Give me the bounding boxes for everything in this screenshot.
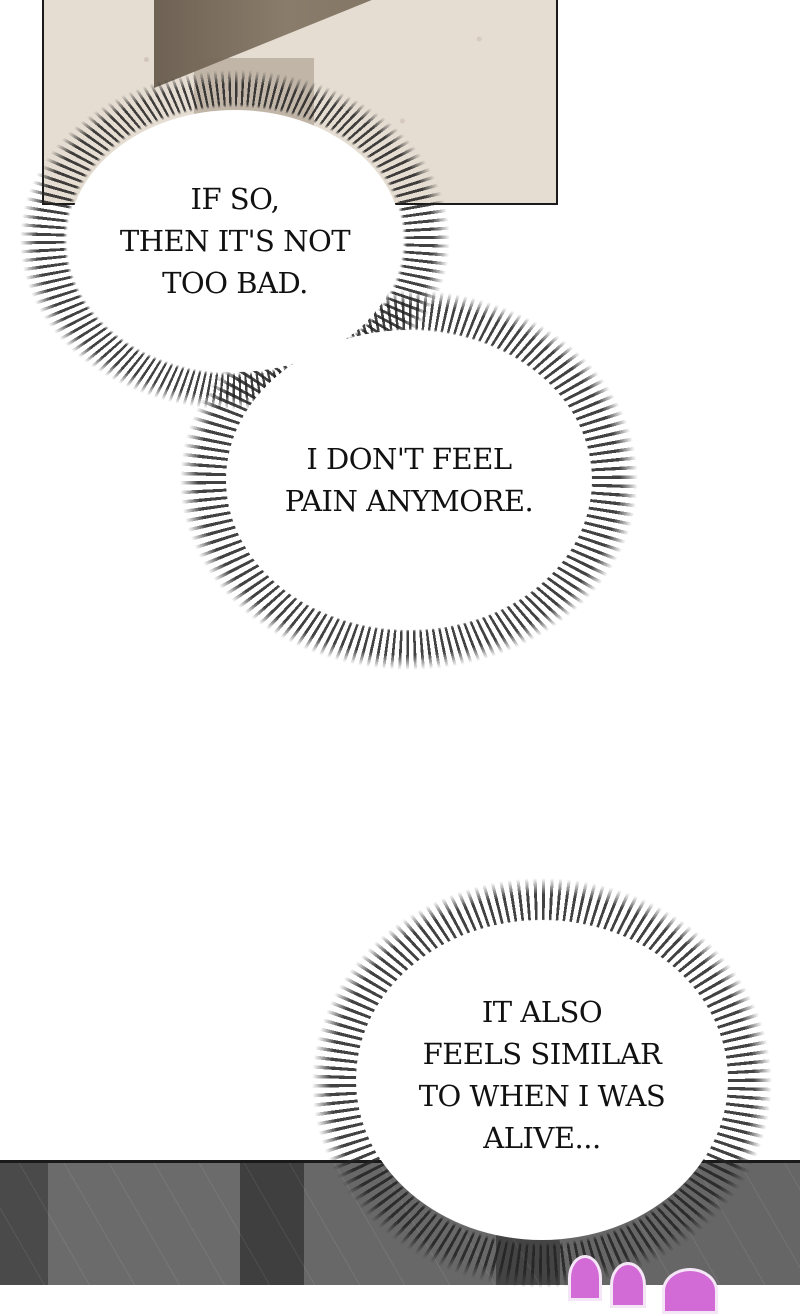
bubble-3-text: IT ALSO FEELS SIMILAR TO WHEN I WAS ALIV… <box>419 991 666 1159</box>
sound-effect-glyph <box>662 1268 718 1314</box>
bubble-1-text: IF SO, THEN IT'S NOT TOO BAD. <box>119 178 351 304</box>
bubble-1-line-1: IF SO, <box>190 182 280 216</box>
bubble-3-line-2: FEELS SIMILAR <box>422 1037 662 1071</box>
bubble-2-text: I DON'T FEEL PAIN ANYMORE. <box>285 438 534 522</box>
bubble-3-line-1: IT ALSO <box>481 995 603 1029</box>
speech-bubble-1: IF SO, THEN IT'S NOT TOO BAD. <box>68 110 402 372</box>
bubble-1-line-3: TOO BAD. <box>162 266 308 300</box>
speech-bubble-3: IT ALSO FEELS SIMILAR TO WHEN I WAS ALIV… <box>356 920 728 1240</box>
bubble-2-line-1: I DON'T FEEL <box>306 442 512 476</box>
bubble-2-line-2: PAIN ANYMORE. <box>284 484 534 518</box>
bubble-1-line-2: THEN IT'S NOT <box>119 224 351 258</box>
sound-effect-glyph <box>568 1255 602 1301</box>
speech-bubble-2: I DON'T FEEL PAIN ANYMORE. <box>226 330 592 630</box>
bubble-3-line-3: TO WHEN I WAS <box>418 1079 666 1113</box>
sound-effect-glyph <box>610 1262 646 1308</box>
bubble-3-line-4: ALIVE... <box>483 1121 601 1155</box>
